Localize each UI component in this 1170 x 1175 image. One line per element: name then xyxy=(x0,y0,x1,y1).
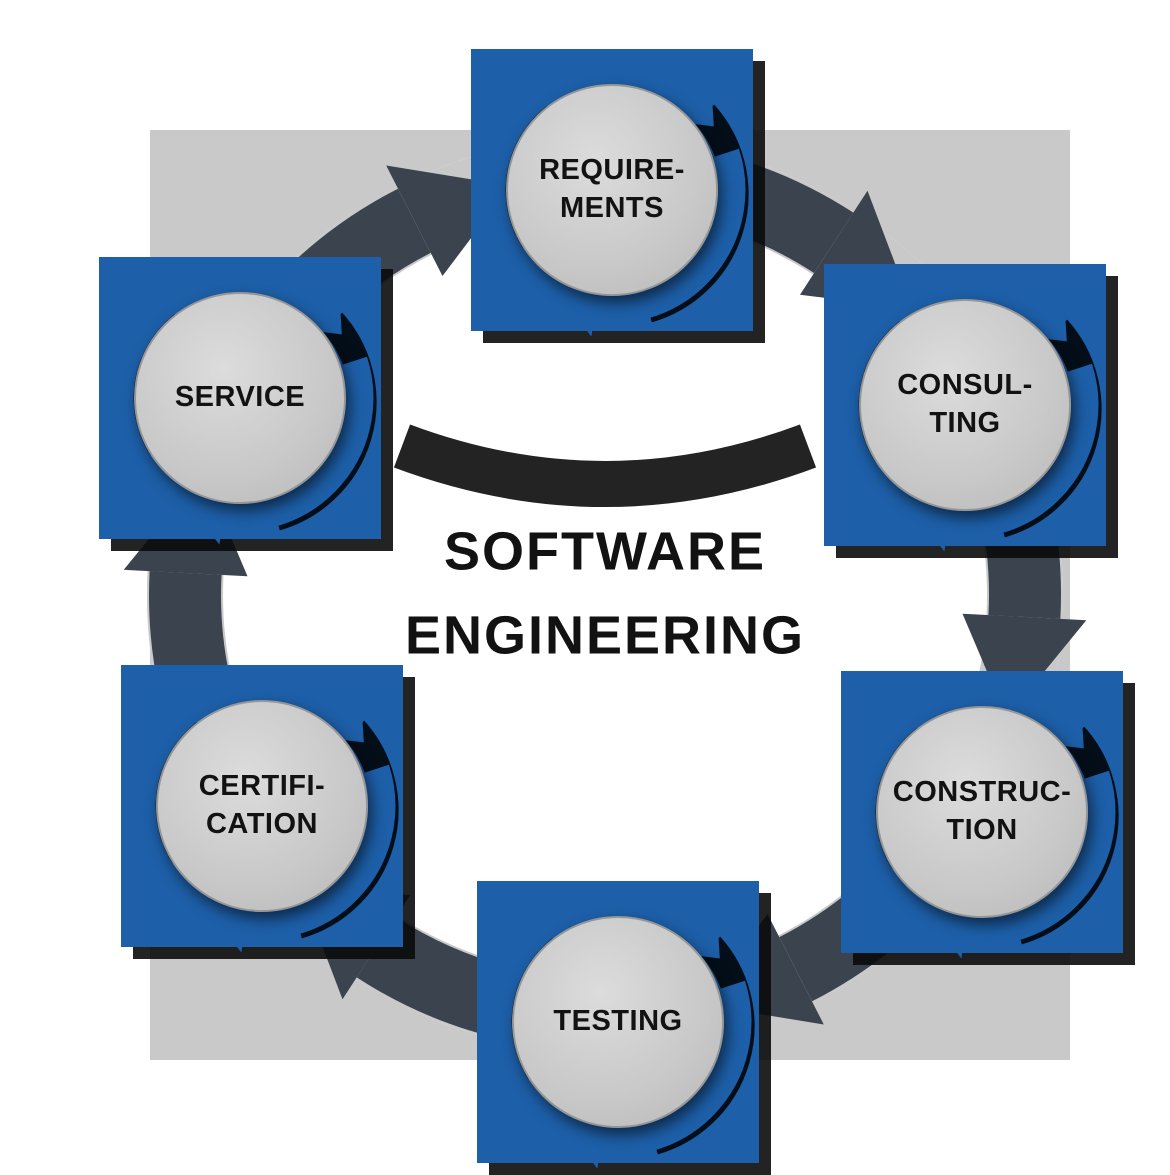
node-label-line2: MENTS xyxy=(559,192,664,224)
circular-arrows-icon xyxy=(128,672,399,953)
node-construction: CONSTRUC- TION xyxy=(832,662,1135,965)
node-label-line1: CONSTRUC- xyxy=(892,776,1072,809)
center-title-line1: SOFTWARE xyxy=(444,521,766,582)
node-label: REQUIRE- MENTS xyxy=(539,152,685,227)
node-label: TESTING xyxy=(553,1003,682,1041)
node-circle: TESTING xyxy=(512,916,724,1128)
node-testing: TESTING xyxy=(468,872,771,1175)
node-label-line1: SERVICE xyxy=(174,381,306,414)
node-label-line1: REQUIRE- xyxy=(539,154,685,187)
node-label-line2: TION xyxy=(946,814,1018,846)
node-circle: REQUIRE- MENTS xyxy=(506,84,718,296)
node-label-line2: TING xyxy=(929,407,1001,439)
corner-squares xyxy=(147,130,1070,1060)
node-service: SERVICE xyxy=(90,248,393,551)
node-circle: CERTIFI- CATION xyxy=(156,700,368,912)
node-label-line1: CERTIFI- xyxy=(198,770,326,803)
node-circle: CONSUL- TING xyxy=(859,299,1071,511)
circular-arrows-icon xyxy=(478,56,749,337)
center-title-line2: ENGINEERING xyxy=(404,605,806,665)
node-label: SERVICE xyxy=(175,379,305,417)
node-requirements: REQUIRE- MENTS xyxy=(462,40,765,343)
node-circle: SERVICE xyxy=(134,292,346,504)
center-title: SOFTWARE ENGINEERING xyxy=(225,510,985,677)
node-label-line1: TESTING xyxy=(553,1005,683,1038)
node-certification: CERTIFI- CATION xyxy=(112,656,415,959)
node-label: CERTIFI- CATION xyxy=(199,768,325,843)
node-label: CONSTRUC- TION xyxy=(893,774,1072,849)
circular-arrows-icon xyxy=(831,271,1102,552)
node-circle: CONSTRUC- TION xyxy=(876,706,1088,918)
node-consulting: CONSUL- TING xyxy=(815,255,1118,558)
node-label-line2: CATION xyxy=(205,808,318,840)
circular-arrows-icon xyxy=(848,678,1119,959)
node-label: CONSUL- TING xyxy=(897,367,1033,442)
node-label-line1: CONSUL- xyxy=(897,369,1033,402)
center-shadow-arc xyxy=(393,424,817,507)
